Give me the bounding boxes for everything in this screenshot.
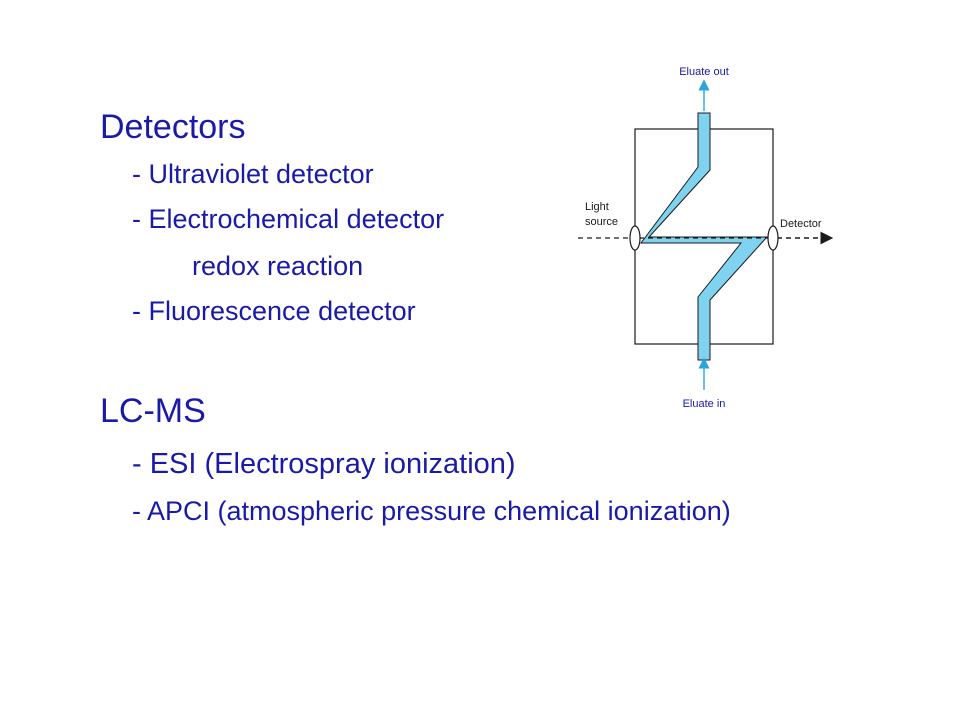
- lcms-heading: LC-MS: [100, 392, 206, 430]
- lcms-item-apci: - APCI (atmospheric pressure chemical io…: [132, 496, 731, 526]
- eluate-in-label: Eluate in: [683, 398, 726, 410]
- detector-item-ultraviolet: - Ultraviolet detector: [132, 159, 374, 189]
- light-source-window-icon: [629, 225, 641, 251]
- eluate-out-label: Eluate out: [679, 66, 729, 78]
- flow-channel: [640, 112, 769, 361]
- detectors-heading: Detectors: [100, 108, 246, 146]
- light-source-label-line2: source: [585, 216, 618, 228]
- light-source-label-line1: Light: [585, 201, 609, 213]
- flow-cell-diagram: Eluate out Eluate in Light source Detect…: [578, 66, 834, 410]
- lcms-item-esi: - ESI (Electrospray ionization): [132, 448, 516, 480]
- detector-label: Detector: [780, 218, 822, 230]
- detector-item-fluorescence: - Fluorescence detector: [132, 296, 416, 326]
- detector-item-electrochemical: - Electrochemical detector: [132, 204, 445, 234]
- detector-window-icon: [767, 225, 779, 251]
- detector-subitem-redox: redox reaction: [192, 251, 364, 281]
